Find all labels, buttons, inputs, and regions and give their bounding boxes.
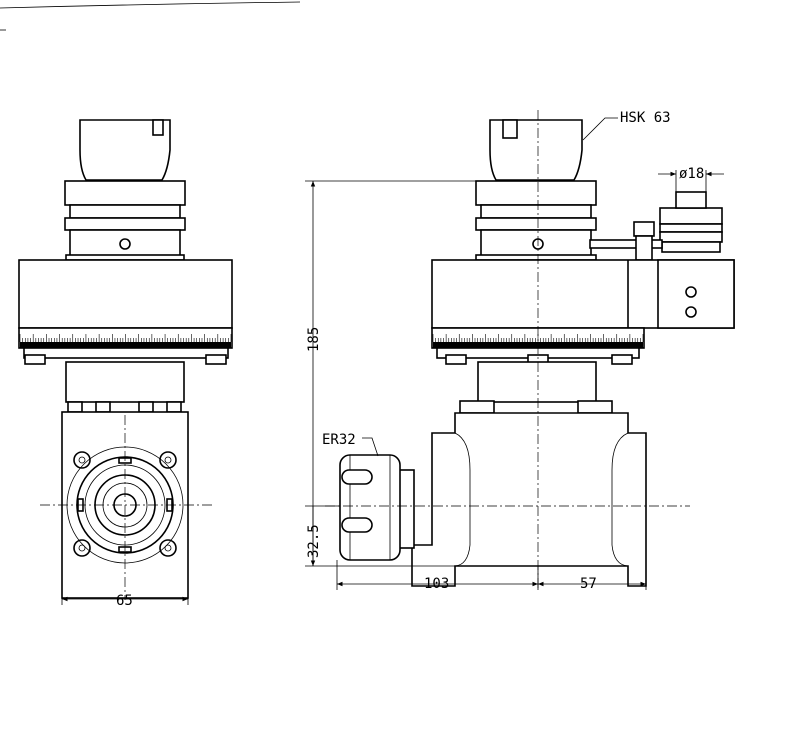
dim-diameter: ø18 [679,166,704,182]
side-view: HSK 63 ø18 70809010011012013014015016017… [305,110,735,592]
dim-height: 185 [306,327,322,352]
front-flange-2 [69,204,181,219]
front-flange-3 [64,217,186,231]
coolant-block [659,207,723,225]
front-neck [65,361,185,403]
scale-band [20,342,231,348]
dim-width-front: 65 [116,593,133,609]
label-collet: ER32 [322,432,356,448]
side-hsk-key [502,119,518,139]
side-hsk-taper [489,119,583,181]
dim-length-back: 57 [580,576,597,592]
side-head-block [411,412,647,587]
front-hsk-taper [79,119,171,181]
front-hsk-key [152,119,164,136]
front-collar-screw [119,238,131,250]
front-housing [18,259,233,329]
dim-length-side: 103 [424,576,449,592]
front-view: 708090100110120130140150160170180190200 [18,119,233,609]
hsk-leader [582,117,618,141]
front-flange-1 [64,180,186,206]
dim-offset: 32.5 [306,524,322,558]
label-hsk: HSK 63 [620,110,671,126]
top-edge-fragment [0,1,301,31]
